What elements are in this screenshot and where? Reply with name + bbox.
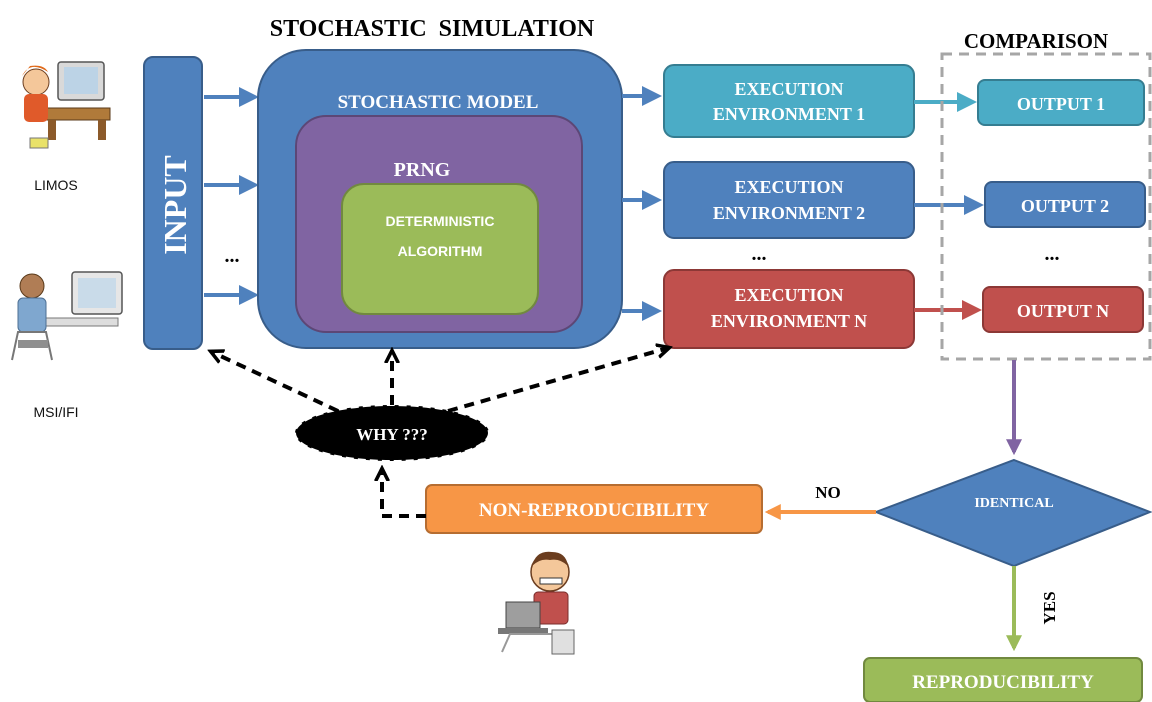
output-n-box	[982, 286, 1144, 333]
identical-decision-diamond	[873, 458, 1152, 568]
comparison-box	[940, 52, 1152, 361]
frustrated-user-icon	[498, 551, 575, 655]
env-1-line2: ENVIRONMENT 1	[713, 104, 865, 124]
dashed-arrow-why-to-input	[212, 352, 339, 413]
env-2-line2: ENVIRONMENT 2	[713, 203, 865, 223]
diagram-title: STOCHASTIC SIMULATION	[270, 16, 595, 42]
algorithm-label-line1: DETERMINISTIC	[386, 213, 495, 229]
execution-environment-2	[663, 161, 915, 239]
execution-environment-1	[663, 64, 915, 138]
env-n-line2: ENVIRONMENT N	[711, 311, 867, 331]
input-bar	[143, 56, 203, 350]
msi-ifi-computer-user-icon	[11, 271, 123, 361]
dashed-arrow-non-repro-to-why	[382, 470, 426, 518]
env-ellipsis: ...	[752, 243, 767, 265]
env-2-line1: EXECUTION	[734, 177, 843, 197]
non-reproducibility-label: NON-REPRODUCIBILITY	[479, 500, 709, 521]
prng-label: PRNG	[394, 159, 451, 181]
input-label: INPUT	[157, 155, 193, 255]
reproducibility-box	[863, 657, 1143, 702]
deterministic-algorithm-box	[341, 183, 539, 315]
output-n-label: OUTPUT N	[1017, 301, 1109, 321]
stochastic-model-label: STOCHASTIC MODEL	[338, 92, 539, 113]
limos-computer-user-icon	[22, 61, 111, 149]
algorithm-label-line2: ALGORITHM	[398, 243, 483, 259]
execution-environment-n	[663, 269, 915, 349]
no-label: NO	[815, 483, 841, 502]
env-1-line1: EXECUTION	[734, 79, 843, 99]
actor-msi-ifi-label: MSI/IFI	[33, 404, 78, 420]
reproducibility-label: REPRODUCIBILITY	[912, 672, 1094, 693]
output-1-box	[977, 79, 1145, 126]
comparison-title: COMPARISON	[964, 29, 1108, 53]
dashed-arrow-why-to-environment	[447, 348, 668, 413]
output-ellipsis: ...	[1045, 243, 1060, 265]
decision-label: IDENTICAL	[974, 496, 1053, 511]
why-label: WHY ???	[356, 425, 428, 444]
output-2-box	[984, 181, 1146, 228]
actor-limos-label: LIMOS	[34, 177, 78, 193]
output-2-label: OUTPUT 2	[1021, 196, 1109, 216]
yes-label: YES	[1040, 591, 1059, 624]
non-reproducibility-box	[425, 484, 763, 534]
input-ellipsis: ...	[225, 245, 240, 267]
env-n-line1: EXECUTION	[734, 285, 843, 305]
output-1-label: OUTPUT 1	[1017, 94, 1105, 114]
